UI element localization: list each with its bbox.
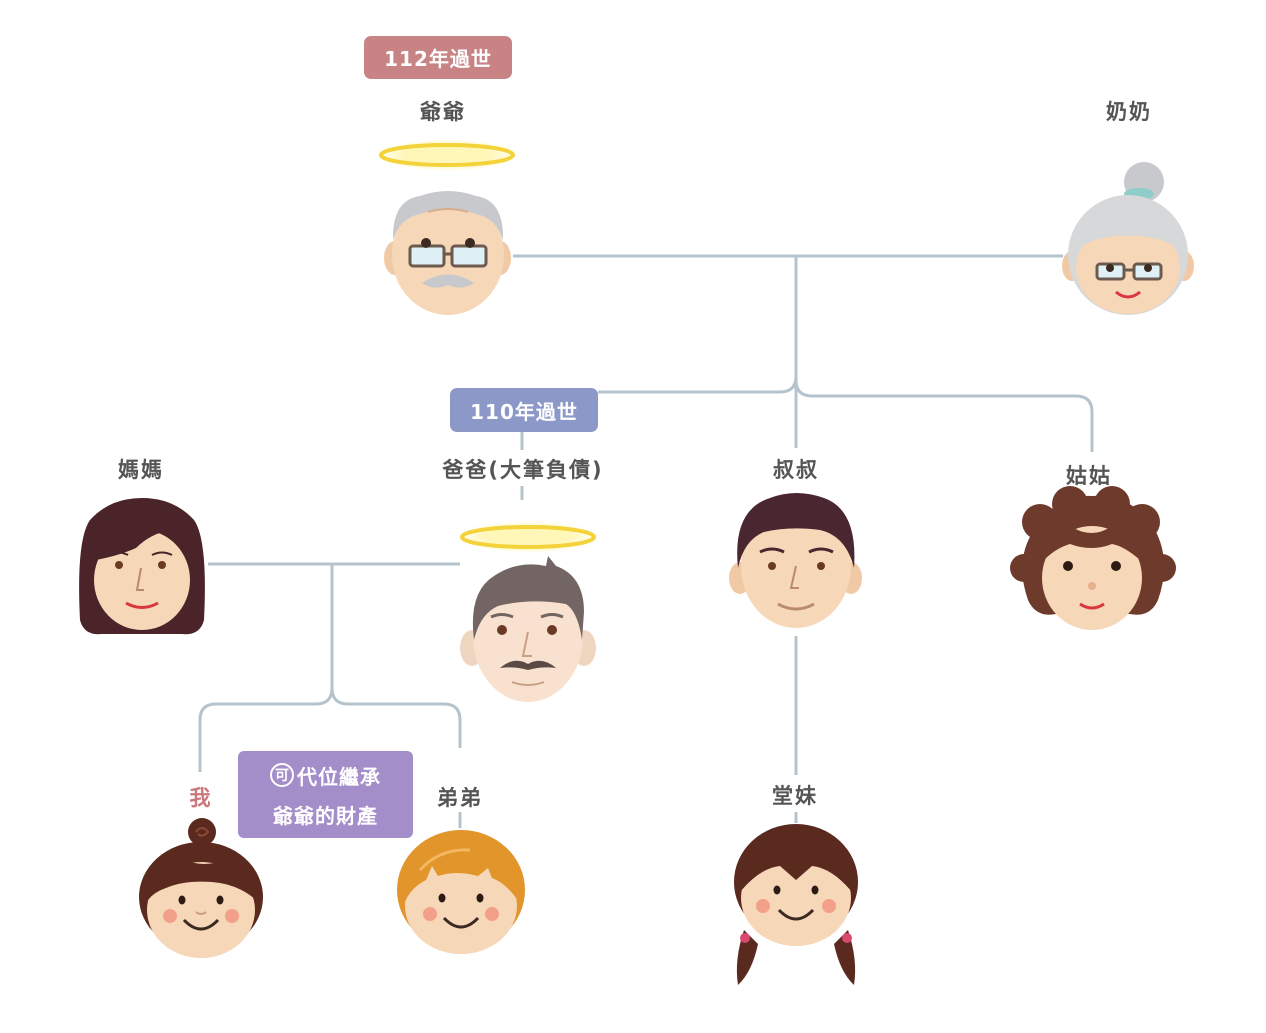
mom-label: 媽媽: [118, 458, 164, 482]
grandma-avatar: [1062, 162, 1194, 315]
cousin-label: 堂妹: [772, 784, 818, 808]
circled-char: 可: [270, 763, 294, 787]
grandma-label: 奶奶: [1106, 100, 1152, 124]
grandpa-label: 爺爺: [420, 100, 466, 124]
grandpa-halo-icon: [375, 139, 519, 171]
dad-status-badge: 110年過世: [450, 388, 598, 432]
uncle-avatar: [729, 493, 862, 628]
aunt-label: 姑姑: [1066, 464, 1112, 488]
cousin-avatar: [734, 824, 858, 985]
note-line2-text: 爺爺的財產: [273, 803, 378, 828]
me-label: 我: [189, 786, 213, 810]
grandpa-avatar: [384, 191, 511, 315]
aunt-avatar: [1010, 486, 1176, 630]
brother-label: 弟弟: [437, 786, 483, 810]
inheritance-note: 可 代位繼承 爺爺的財產: [238, 751, 413, 838]
connector-lines: [198, 254, 1094, 828]
uncle-label: 叔叔: [773, 458, 819, 482]
me-avatar: [139, 818, 263, 958]
inheritance-note-line1: 可 代位繼承: [270, 761, 381, 790]
dad-halo-icon: [456, 521, 600, 553]
brother-avatar: [397, 830, 525, 954]
dad-avatar: [460, 556, 596, 702]
dad-label: 爸爸(大筆負債): [442, 458, 604, 482]
inheritance-note-line2: 爺爺的財產: [273, 800, 378, 829]
note-line1-text: 代位繼承: [297, 764, 381, 789]
grandpa-status-badge: 112年過世: [364, 36, 512, 79]
mom-avatar: [79, 498, 205, 635]
